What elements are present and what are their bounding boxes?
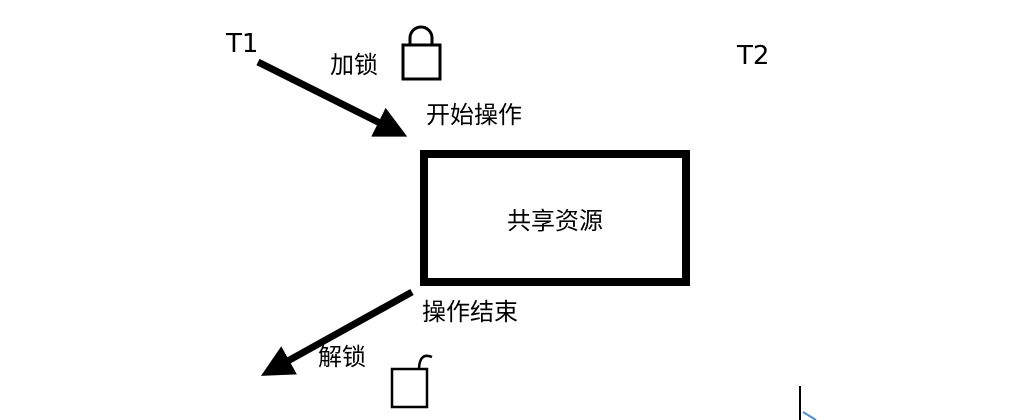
shared-resource-label: 共享资源: [507, 206, 603, 235]
unlock-action-label: 解锁: [318, 343, 366, 371]
lock-arrow: [256, 58, 408, 137]
open-lock-icon: [390, 354, 433, 409]
unlock-arrow: [260, 288, 414, 376]
text-cursor-mark: [799, 386, 817, 420]
thread1-label: T1: [226, 29, 259, 59]
shared-resource-box: 共享资源: [420, 150, 690, 286]
thread2-label: T2: [737, 41, 770, 71]
start-operation-label: 开始操作: [426, 101, 522, 129]
end-operation-label: 操作结束: [422, 298, 518, 326]
closed-lock-icon: [401, 25, 442, 81]
lock-action-label: 加锁: [330, 51, 378, 79]
